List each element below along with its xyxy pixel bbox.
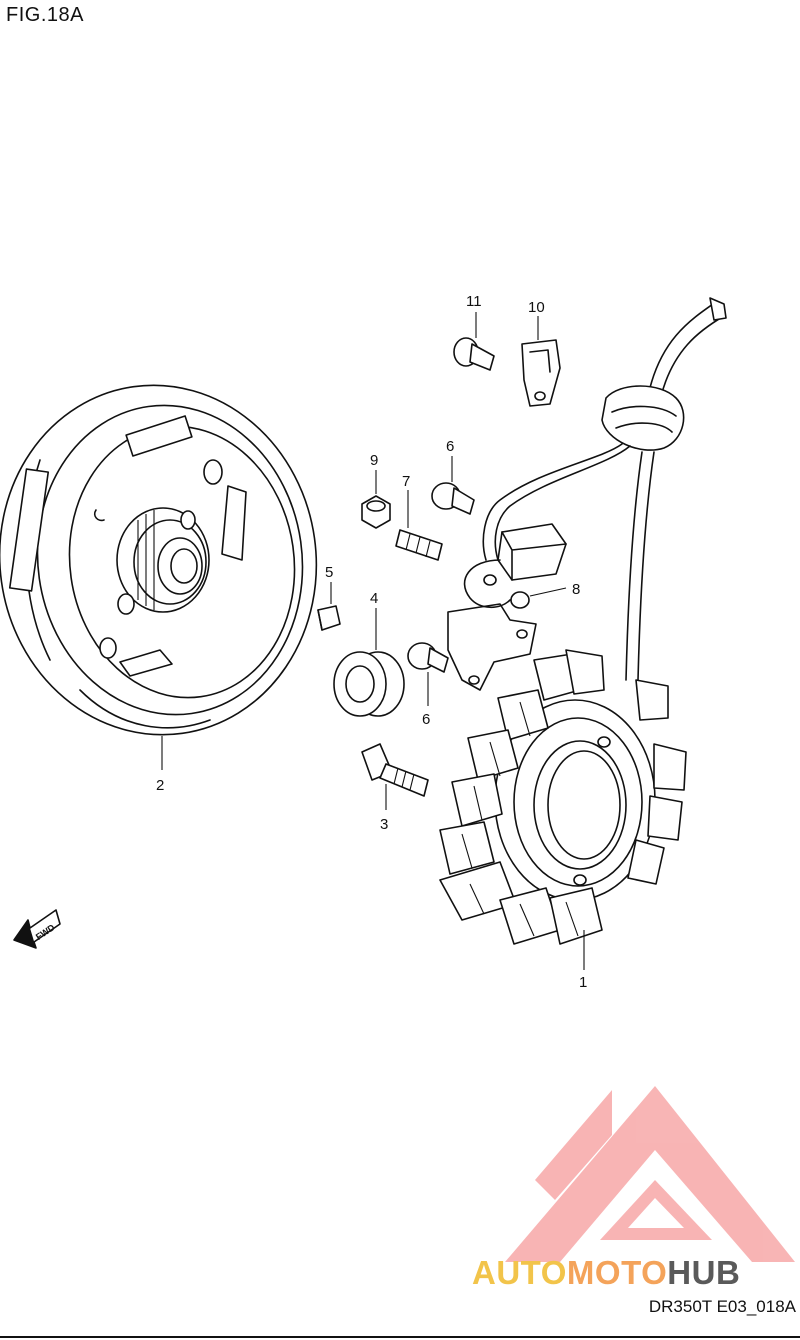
- collar-spacer: [333, 651, 405, 717]
- wordmark-part-3: HUB: [667, 1254, 741, 1291]
- drawing-code: DR350T E03_018A: [648, 1297, 796, 1316]
- figure-title: FIG.18A: [6, 4, 84, 26]
- callout-part-4: 4: [370, 590, 378, 607]
- callout-part-7: 7: [402, 473, 410, 490]
- bottom-border: [0, 1336, 800, 1338]
- callout-part-2: 2: [156, 777, 164, 794]
- fwd-arrow-icon: FWD: [13, 909, 61, 949]
- watermark-wordmark: AUTOMOTOHUB: [472, 1254, 740, 1292]
- wordmark-part-1: AUTO: [472, 1254, 567, 1291]
- part-callouts: 1 2 3 4 5 6 6 7 8 9 10 11: [156, 293, 587, 991]
- flywheel-rotor: [0, 384, 318, 736]
- screw-lower: [407, 642, 449, 673]
- callout-part-10: 10: [528, 299, 545, 316]
- stator-assembly: [439, 649, 687, 945]
- callout-part-8: 8: [572, 581, 580, 598]
- watermark-logo-icon: [505, 1086, 795, 1262]
- callout-part-9: 9: [370, 452, 378, 469]
- callout-part-3: 3: [380, 816, 388, 833]
- screw-upper: [431, 482, 475, 515]
- bolt: [453, 337, 495, 371]
- rotor-bolt: [361, 743, 429, 797]
- callout-part-1: 1: [579, 974, 587, 991]
- wire-clamp: [521, 339, 561, 407]
- woodruff-key: [317, 605, 341, 631]
- wordmark-part-2: MOTO: [566, 1254, 668, 1291]
- stud: [395, 529, 443, 561]
- callout-part-6-lower: 6: [422, 711, 430, 728]
- wiring-harness: [482, 297, 727, 681]
- callout-part-11: 11: [466, 293, 482, 310]
- leader-lines: [161, 312, 585, 970]
- callout-part-5: 5: [325, 564, 333, 581]
- callout-part-6-upper: 6: [446, 438, 454, 455]
- pickup-coil-assembly: [447, 523, 567, 691]
- nut: [361, 495, 391, 529]
